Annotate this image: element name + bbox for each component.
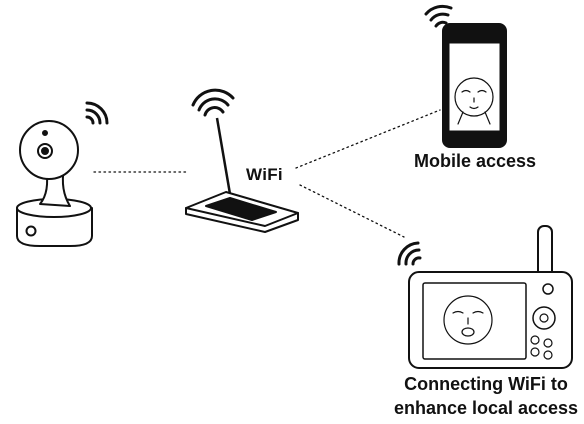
connection-router-monitor <box>299 184 405 238</box>
camera-wifi-icon <box>85 101 109 125</box>
camera-lens-inner <box>41 147 49 155</box>
parent-monitor <box>408 225 573 369</box>
local-access-label-line-2: enhance local access <box>393 398 579 418</box>
phone-wifi-icon <box>424 4 453 28</box>
monitor-wifi-icon <box>397 241 422 266</box>
monitor-button-1-icon <box>530 335 540 345</box>
monitor-logo-icon <box>542 283 554 295</box>
router-wifi-icon <box>191 88 235 117</box>
connections <box>93 109 441 238</box>
mobile-access-label: Mobile access <box>414 151 537 171</box>
baby-camera <box>16 120 93 247</box>
monitor-screen <box>422 282 527 360</box>
monitor-dpad-center-icon <box>539 313 549 323</box>
wifi-router <box>185 117 299 233</box>
connection-router-phone <box>295 109 441 169</box>
local-access-label-line-1: Connecting WiFi to <box>404 374 568 394</box>
phone-baby-face-icon <box>454 77 494 125</box>
smartphone <box>442 23 507 148</box>
monitor-button-2-icon <box>543 338 553 348</box>
monitor-button-3-icon <box>530 347 540 357</box>
router-wifi-label: WiFi <box>246 165 283 184</box>
local-access-label: Connecting WiFi to enhance local access <box>393 372 579 420</box>
camera-sensor <box>42 130 48 136</box>
camera-base <box>16 207 93 247</box>
monitor-baby-face-icon <box>443 295 493 345</box>
router-antenna <box>215 117 232 195</box>
router-slot <box>205 197 277 221</box>
phone-screen <box>448 42 501 132</box>
camera-logo-icon <box>25 225 37 237</box>
monitor-button-4-icon <box>543 350 553 360</box>
